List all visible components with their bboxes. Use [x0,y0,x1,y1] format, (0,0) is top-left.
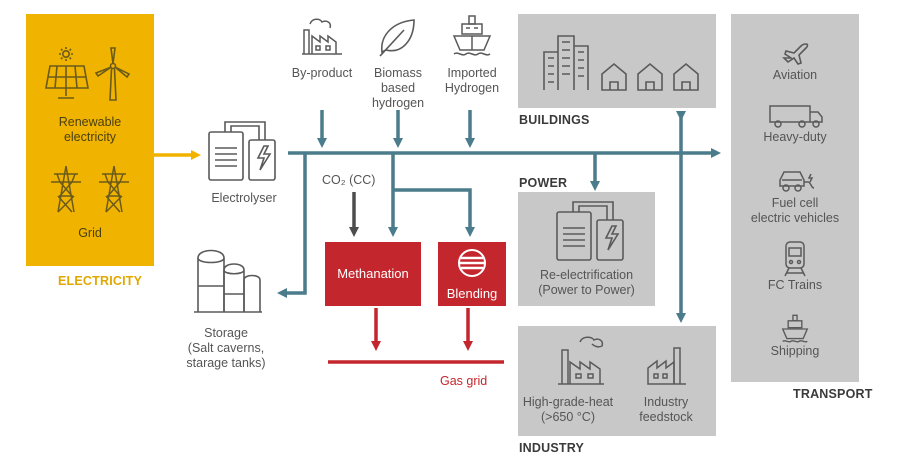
buildings-title: BUILDINGS [519,113,590,127]
leaf-icon [379,19,415,57]
power-electrolyser-icon [556,201,624,261]
power-title: POWER [519,176,568,190]
electrolyser-label: Electrolyser [211,191,277,205]
buildings-icon [543,35,699,91]
solar-panel-icon [45,47,89,99]
electrolyser-icon [208,121,276,181]
industry-panel [518,326,716,436]
methanation-box: Methanation [325,242,421,306]
feedstock-factory-icon [647,347,686,385]
storage-tank-icon [194,249,262,313]
co2-label: CO₂ (CC) [322,173,376,187]
pylon-icon [51,165,81,213]
blending-icon [458,249,486,277]
transport-item-fc-trains: FC Trains [767,278,823,292]
ship-icon [452,15,492,56]
electricity-title: ELECTRICITY [58,274,143,288]
truck-icon [769,105,823,128]
storage-label: Storage (Salt caverns, starage tanks) [186,326,266,370]
blending-box: Blending [438,242,506,306]
wind-turbine-icon [94,47,131,101]
transport-title: TRANSPORT [793,387,873,401]
power-panel [518,192,655,306]
grid-label: Grid [78,226,102,240]
airplane-icon [782,43,809,65]
shipping-icon [781,314,809,343]
methanation-label: Methanation [337,266,409,281]
fuel-cell-car-icon [779,171,815,192]
high-grade-heat-label: High-grade-heat (>650 °C) [522,395,614,424]
renewable-electricity-label: Renewable electricity [58,115,122,144]
transport-item-heavy-duty: Heavy-duty [763,130,827,144]
imported-label: Imported Hydrogen [444,66,500,95]
blending-label: Blending [446,286,498,301]
electricity-panel [26,14,154,266]
factory-icon [302,18,342,55]
industry-feedstock-label: Industry feedstock [639,395,693,424]
transport-item-shipping: Shipping [770,344,820,358]
transport-item-aviation: Aviation [772,68,818,82]
gas-grid-label: Gas grid [440,374,488,388]
buildings-panel [518,14,716,108]
industry-title: INDUSTRY [519,441,585,455]
byproduct-label: By-product [291,66,353,80]
train-icon [784,241,806,277]
re-electrification-label: Re-electrification (Power to Power) [538,268,635,297]
transport-item-fcev: Fuel cell electric vehicles [750,196,840,225]
heat-factory-icon [558,336,604,385]
pylon-icon-2 [99,165,129,213]
biomass-label: Biomass based hydrogen [371,66,425,110]
